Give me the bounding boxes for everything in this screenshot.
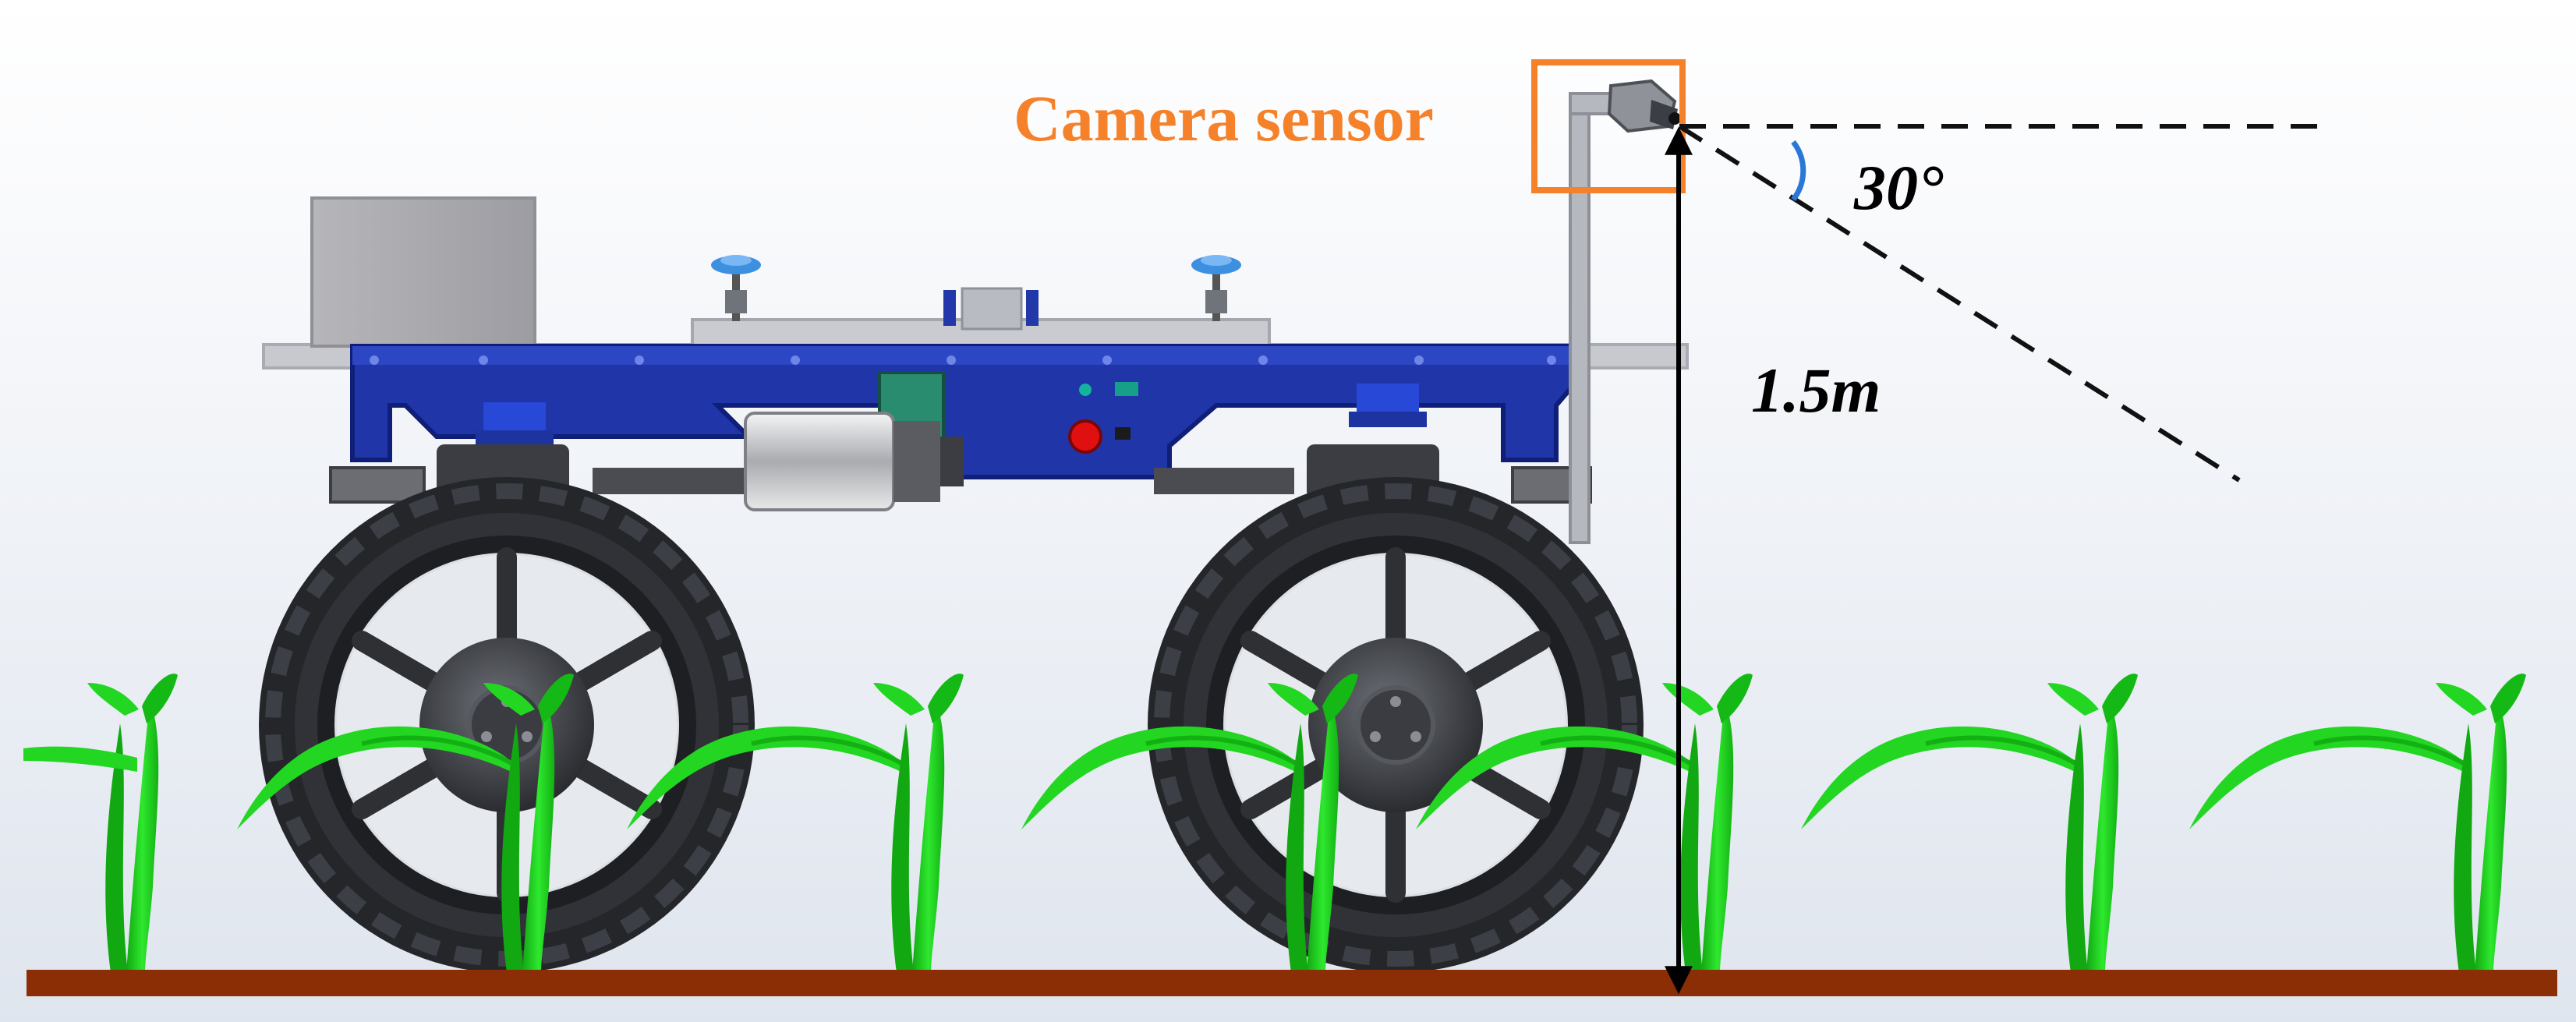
drive-motor [744, 412, 964, 511]
steering-motor-front [1349, 384, 1427, 427]
height-label: 1.5m [1751, 355, 1881, 426]
camera-mast [1569, 108, 1591, 544]
battery-box [310, 196, 536, 348]
field-robot [259, 79, 1689, 973]
corn-row [23, 674, 2526, 973]
angle-arc [1791, 140, 1806, 202]
controller-box [961, 287, 1023, 331]
front-wheel [1148, 477, 1644, 973]
camera-sensor-label: Camera sensor [1014, 83, 1434, 155]
emergency-stop-button [1068, 419, 1102, 454]
camera-view-line [1678, 124, 2241, 483]
steering-motor-rear [476, 402, 554, 446]
gnss-antenna-right [1191, 255, 1241, 321]
gnss-antenna-left [711, 255, 761, 321]
chassis-frame [350, 344, 1577, 479]
soil-strip [27, 970, 2557, 996]
camera-icon [1607, 79, 1681, 133]
drive-shaft-rear [593, 468, 748, 494]
drive-shaft-front [1154, 468, 1294, 494]
angle-label: 30° [1853, 152, 1944, 223]
